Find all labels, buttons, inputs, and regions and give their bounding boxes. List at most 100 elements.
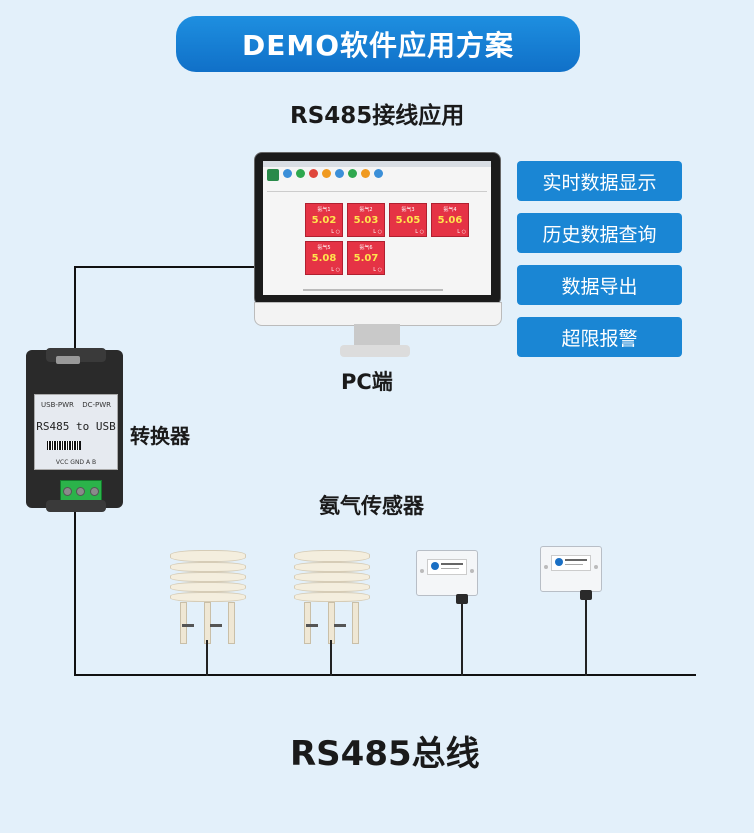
pin-labels: VCC GND A B — [55, 459, 97, 466]
sensors-label: 氨气传感器 — [319, 494, 424, 518]
sensor-cable — [206, 640, 208, 676]
sensor-cable — [461, 604, 463, 676]
data-tile: 氨气4 5.06 L ○ — [431, 203, 469, 237]
shutter-plate — [170, 572, 246, 582]
monitor-chin — [254, 302, 502, 326]
mount-clamp — [182, 624, 194, 627]
toolbar-icon — [335, 169, 344, 178]
options-row — [267, 185, 487, 192]
pc-wire-vertical — [74, 266, 76, 352]
pc-wire-horizontal — [75, 266, 255, 268]
toolbar-icon — [296, 169, 305, 178]
tile-unit: L ○ — [373, 229, 382, 235]
brand-logo-icon — [431, 562, 439, 570]
app-logo-icon — [267, 169, 279, 181]
software-screen: 氨气1 5.02 L ○ 氨气2 5.03 L ○ 氨气3 5.05 L ○ 氨… — [263, 161, 491, 295]
tile-name: 氨气6 — [359, 245, 373, 251]
terminal-block — [60, 480, 102, 502]
nameplate-text — [565, 559, 587, 561]
toolbar-icon — [283, 169, 292, 178]
toolbar-icon — [309, 169, 318, 178]
title-banner: DEMO软件应用方案 — [176, 16, 580, 72]
shutter-plate — [170, 592, 246, 602]
tile-value: 5.06 — [437, 215, 463, 226]
sensor-probe — [180, 602, 187, 644]
sensor-probe — [304, 602, 311, 644]
tile-name: 氨气4 — [443, 207, 457, 213]
mount-clamp — [334, 624, 346, 627]
monitor-base — [340, 345, 410, 357]
tile-name: 氨气2 — [359, 207, 373, 213]
brand-logo-icon — [555, 558, 563, 566]
shutter-plate — [294, 562, 370, 572]
feature-history-query: 历史数据查询 — [517, 213, 682, 253]
converter-model: RS485 to USB — [36, 420, 116, 433]
mount-clamp — [306, 624, 318, 627]
converter-bottom-mount — [46, 500, 106, 512]
sensor-cable — [585, 600, 587, 676]
bus-wire-vertical — [74, 508, 76, 676]
tile-unit: L ○ — [373, 267, 382, 273]
sensor-nameplate — [551, 555, 591, 571]
screw-icon — [76, 486, 86, 496]
toolbar-icon — [361, 169, 370, 178]
pc-monitor: 氨气1 5.02 L ○ 氨气2 5.03 L ○ 氨气3 5.05 L ○ 氨… — [254, 152, 501, 306]
sensor-probe — [352, 602, 359, 644]
barcode-icon — [47, 441, 81, 450]
screw-icon — [89, 486, 99, 496]
toolbar — [263, 167, 491, 183]
window-titlebar — [263, 161, 491, 167]
data-tile: 氨气5 5.08 L ○ — [305, 241, 343, 275]
nameplate-text — [565, 564, 583, 565]
toolbar-icon — [348, 169, 357, 178]
tile-value: 5.05 — [395, 215, 421, 226]
shutter-plate — [294, 582, 370, 592]
mount-hole — [544, 565, 548, 569]
data-tile: 氨气3 5.05 L ○ — [389, 203, 427, 237]
tile-unit: L ○ — [415, 229, 424, 235]
usb-pwr-label: USB-PWR — [41, 401, 74, 409]
pc-label: PC端 — [341, 370, 393, 394]
rs485-bus-line — [74, 674, 696, 676]
shutter-plate — [170, 550, 246, 562]
screw-icon — [63, 486, 73, 496]
shutter-plate — [170, 582, 246, 592]
tile-value: 5.03 — [353, 215, 379, 226]
shutter-plate — [294, 550, 370, 562]
feature-data-export: 数据导出 — [517, 265, 682, 305]
nameplate-text — [441, 568, 459, 569]
status-bar — [303, 289, 443, 291]
shutter-plate — [294, 572, 370, 582]
mount-hole — [420, 569, 424, 573]
ammonia-sensor-box-1 — [416, 550, 478, 596]
dc-pwr-label: DC-PWR — [82, 401, 111, 409]
sensor-cable — [330, 640, 332, 676]
usb-port — [56, 356, 80, 364]
shutter-plate — [294, 592, 370, 602]
cable-gland — [580, 590, 592, 600]
sensor-probe — [204, 602, 211, 644]
ammonia-sensor-shutter-1 — [170, 550, 246, 680]
tile-unit: L ○ — [331, 229, 340, 235]
tile-value: 5.08 — [311, 253, 337, 264]
sensor-probe — [328, 602, 335, 644]
data-tile: 氨气6 5.07 L ○ — [347, 241, 385, 275]
data-tile: 氨气1 5.02 L ○ — [305, 203, 343, 237]
feature-overlimit-alarm: 超限报警 — [517, 317, 682, 357]
feature-realtime-display: 实时数据显示 — [517, 161, 682, 201]
tile-value: 5.07 — [353, 253, 379, 264]
tile-unit: L ○ — [331, 267, 340, 273]
sensor-probe — [228, 602, 235, 644]
nameplate-text — [441, 563, 463, 565]
shutter-plate — [170, 562, 246, 572]
cable-gland — [456, 594, 468, 604]
data-tile: 氨气2 5.03 L ○ — [347, 203, 385, 237]
tile-name: 氨气1 — [317, 207, 331, 213]
toolbar-icon — [322, 169, 331, 178]
sensor-nameplate — [427, 559, 467, 575]
tile-unit: L ○ — [457, 229, 466, 235]
mount-clamp — [210, 624, 222, 627]
tile-name: 氨气3 — [401, 207, 415, 213]
ammonia-sensor-box-2 — [540, 546, 602, 592]
